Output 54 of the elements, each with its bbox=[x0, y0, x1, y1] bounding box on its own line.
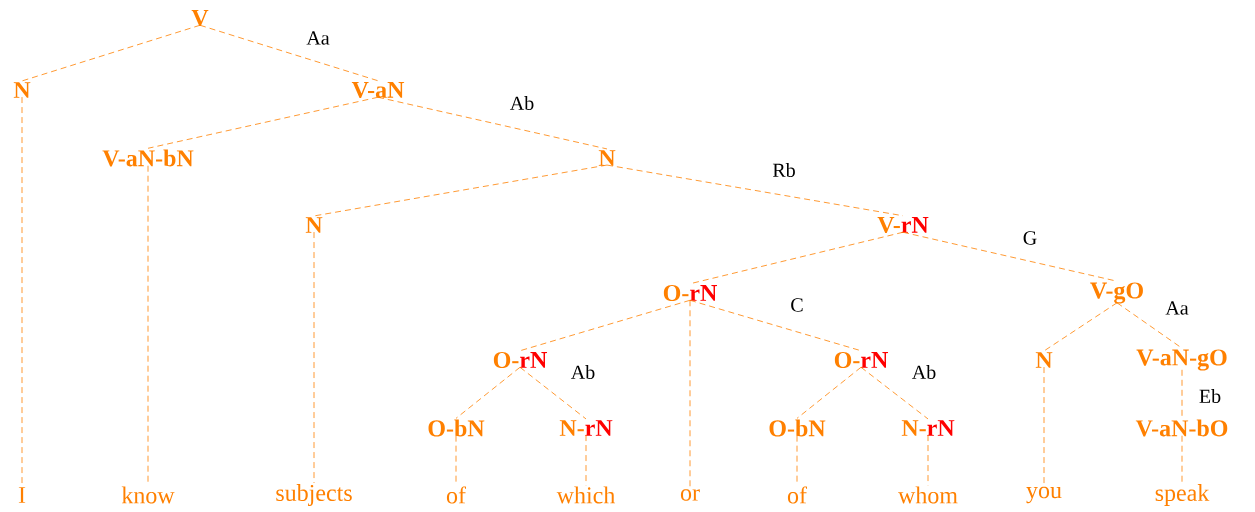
word-label: of bbox=[446, 486, 466, 504]
category-label: N bbox=[1035, 352, 1053, 368]
category-label: N bbox=[598, 150, 616, 166]
word-label: which bbox=[556, 486, 615, 504]
category-label: N bbox=[13, 82, 31, 98]
tree-branch bbox=[147, 96, 379, 149]
category-label: V-aN-gO bbox=[1136, 349, 1227, 371]
rule-label: Aa bbox=[1165, 301, 1189, 315]
rule-label: Ab bbox=[570, 364, 595, 380]
tree-branch bbox=[606, 164, 904, 217]
tree-branch bbox=[860, 366, 929, 420]
tree-branch bbox=[1181, 435, 1183, 484]
tree-branch bbox=[689, 299, 691, 489]
category-label: V-rN bbox=[877, 216, 929, 234]
category-label: O-rN bbox=[493, 351, 547, 369]
rule-label: Rb bbox=[772, 162, 795, 178]
category-label: V-aN-bO bbox=[1135, 419, 1228, 437]
word-label: speak bbox=[1155, 484, 1210, 506]
tree-branch bbox=[455, 366, 521, 419]
category-label: V-aN bbox=[351, 81, 405, 99]
tree-branch bbox=[519, 299, 691, 352]
rule-label: C bbox=[791, 298, 803, 312]
category-label: O-bN bbox=[428, 419, 485, 437]
word-label: know bbox=[121, 486, 175, 504]
word-label: I bbox=[18, 487, 26, 503]
rule-label: G bbox=[1023, 231, 1037, 245]
word-label: you bbox=[1026, 486, 1062, 504]
rule-label: Ab bbox=[912, 364, 936, 380]
tree-branch bbox=[1181, 369, 1183, 419]
tree-branch bbox=[796, 366, 862, 419]
tree-branch bbox=[199, 24, 379, 82]
rule-label: Aa bbox=[306, 31, 330, 45]
tree-branch bbox=[313, 231, 315, 484]
category-label: O-rN bbox=[834, 351, 888, 369]
rule-label: Ab bbox=[509, 95, 534, 111]
category-label: V-aN-bN bbox=[102, 149, 194, 167]
category-label: O-rN bbox=[663, 284, 717, 302]
word-label: whom bbox=[898, 486, 958, 504]
tree-branch bbox=[313, 164, 608, 217]
tree-branch bbox=[519, 366, 587, 420]
rule-label: Eb bbox=[1199, 388, 1221, 404]
tree-branch bbox=[1043, 302, 1118, 352]
category-label: O-bN bbox=[769, 419, 826, 437]
tree-branch bbox=[21, 24, 201, 82]
category-label: V bbox=[191, 9, 209, 27]
tree-branch bbox=[377, 96, 608, 150]
category-label: N-rN bbox=[559, 420, 613, 436]
category-label: N bbox=[305, 217, 323, 233]
tree-branch bbox=[1043, 366, 1045, 486]
word-label: or bbox=[680, 489, 700, 501]
word-label: of bbox=[787, 486, 807, 504]
category-label: N-rN bbox=[901, 420, 955, 436]
category-label: V-gO bbox=[1090, 282, 1143, 304]
word-label: subjects bbox=[276, 484, 352, 506]
